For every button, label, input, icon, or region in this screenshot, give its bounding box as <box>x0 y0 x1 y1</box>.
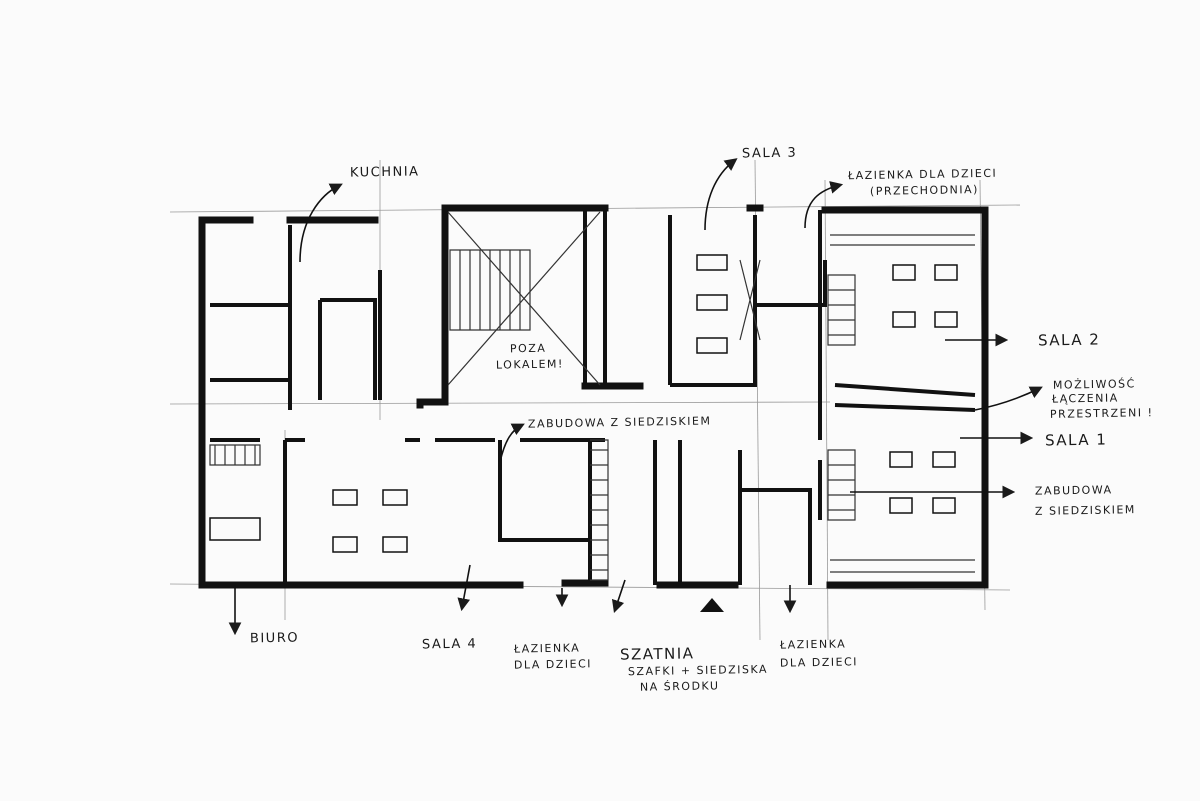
tables <box>209 254 958 553</box>
label-poza-1: POZA <box>509 341 547 356</box>
label-szatnia-sub-2: NA ŚRODKU <box>639 679 720 694</box>
label-szatnia-sub-1: SZAFKI + SIEDZISKA <box>627 662 769 679</box>
label-poza-2: LOKALEM! <box>495 357 565 372</box>
label-lazienka-bl-1: ŁAZIENKA <box>513 641 581 656</box>
label-lazienka-bl-2: DLA DZIECI <box>513 657 593 672</box>
label-szatnia: SZATNIA <box>619 644 695 664</box>
label-lazienka-br-1: ŁAZIENKA <box>779 637 847 652</box>
outer-walls <box>198 204 989 589</box>
label-lazienka-br-2: DLA DZIECI <box>779 655 859 670</box>
label-sala3: SALA 3 <box>741 145 798 162</box>
label-mozliwosc-2: ŁĄCZENIA <box>1051 391 1119 406</box>
stairs <box>209 211 975 581</box>
label-biuro: BIURO <box>249 630 300 647</box>
label-lazienka-top-1: ŁAZIENKA DLA DZIECI <box>847 166 998 183</box>
interior-walls <box>210 210 976 585</box>
label-kuchnia: KUCHNIA <box>349 164 420 181</box>
label-zabudowa-right-2: Z SIEDZISKIEM <box>1034 503 1136 518</box>
annotation-arrows <box>228 158 1043 636</box>
label-zabudowa-right-1: ZABUDOWA <box>1034 483 1113 498</box>
label-mozliwosc-3: PRZESTRZENI ! <box>1049 406 1154 421</box>
label-sala1: SALA 1 <box>1044 430 1108 450</box>
label-sala4: SALA 4 <box>421 636 478 653</box>
entrance-marker-icon <box>700 598 724 612</box>
label-lazienka-top-2: (PRZECHODNIA) <box>869 183 980 198</box>
construction-lines <box>169 159 1021 641</box>
label-sala2: SALA 2 <box>1037 330 1101 350</box>
